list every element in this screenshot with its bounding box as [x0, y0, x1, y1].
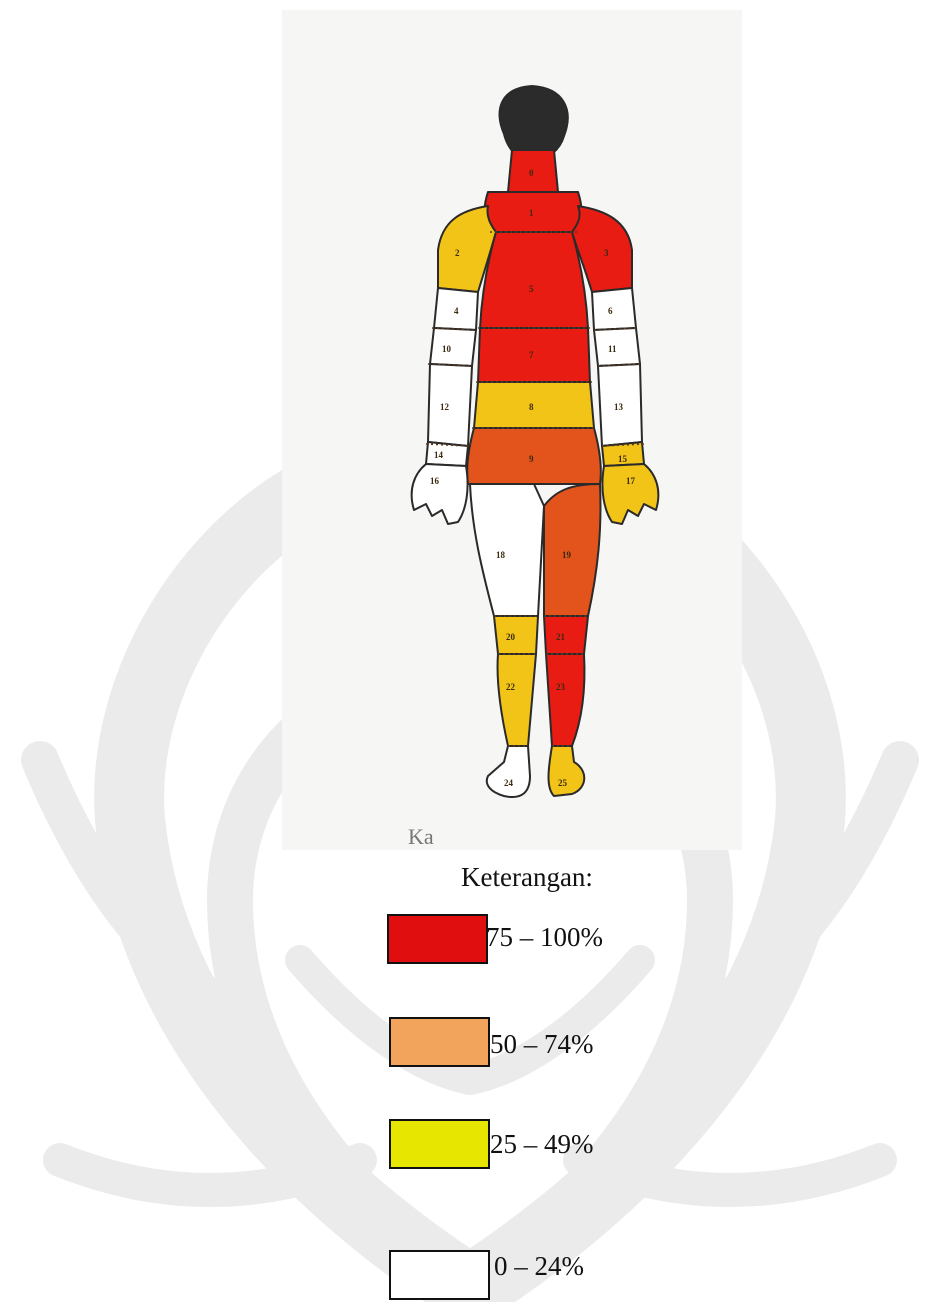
svg-text:0: 0 — [529, 168, 534, 178]
svg-text:22: 22 — [506, 682, 516, 692]
region-12 — [428, 364, 472, 446]
region-6 — [592, 288, 636, 330]
svg-text:19: 19 — [562, 550, 572, 560]
scanned-figure: 0 1 2 3 4 5 6 7 8 9 10 11 12 13 14 15 16… — [282, 10, 742, 850]
region-25 — [549, 746, 585, 796]
svg-text:18: 18 — [496, 550, 506, 560]
svg-text:4: 4 — [454, 306, 459, 316]
svg-text:3: 3 — [604, 248, 609, 258]
svg-text:17: 17 — [626, 476, 636, 486]
svg-text:20: 20 — [506, 632, 516, 642]
region-17 — [602, 464, 658, 524]
svg-text:13: 13 — [614, 402, 624, 412]
region-24 — [487, 746, 530, 797]
svg-text:2: 2 — [455, 248, 460, 258]
cropped-caption: Ka — [408, 824, 434, 849]
region-8 — [474, 382, 594, 428]
svg-text:11: 11 — [608, 344, 617, 354]
svg-text:25: 25 — [558, 778, 568, 788]
svg-text:1: 1 — [529, 208, 534, 218]
region-21 — [544, 616, 588, 654]
region-11 — [594, 328, 640, 366]
svg-text:23: 23 — [556, 682, 566, 692]
svg-text:15: 15 — [618, 454, 628, 464]
svg-text:16: 16 — [430, 476, 440, 486]
svg-text:6: 6 — [608, 306, 613, 316]
svg-text:24: 24 — [504, 778, 514, 788]
region-16 — [412, 464, 468, 524]
region-9 — [467, 428, 601, 484]
head — [500, 86, 568, 160]
region-20 — [494, 616, 538, 654]
body-map-back-view: 0 1 2 3 4 5 6 7 8 9 10 11 12 13 14 15 16… — [282, 10, 742, 850]
region-22 — [497, 654, 536, 746]
svg-text:9: 9 — [529, 454, 534, 464]
svg-text:7: 7 — [529, 350, 534, 360]
svg-text:12: 12 — [440, 402, 450, 412]
region-5 — [480, 232, 588, 328]
svg-text:5: 5 — [529, 284, 534, 294]
region-18 — [470, 484, 544, 616]
svg-text:21: 21 — [556, 632, 566, 642]
svg-text:10: 10 — [442, 344, 452, 354]
svg-text:8: 8 — [529, 402, 534, 412]
svg-text:14: 14 — [434, 450, 444, 460]
region-23 — [546, 654, 585, 746]
region-19 — [544, 484, 601, 616]
region-7 — [478, 328, 590, 382]
region-10 — [430, 328, 476, 366]
